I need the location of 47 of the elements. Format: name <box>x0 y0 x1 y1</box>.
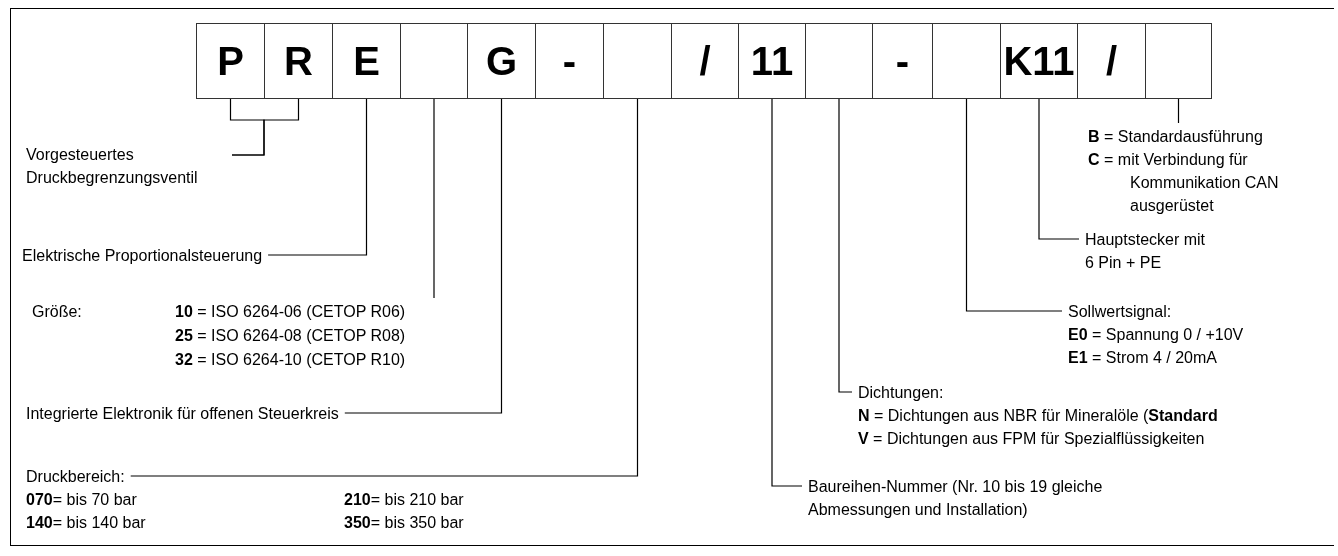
code-field: / <box>1077 23 1146 99</box>
option-text: B = Standardausführung <box>1088 127 1263 147</box>
code-field: / <box>671 23 739 99</box>
leader-line <box>231 98 300 156</box>
code-field: G <box>467 23 536 99</box>
code-field: - <box>535 23 604 99</box>
option-text: V = Dichtungen aus FPM für Spezialflüssigkeiten <box>858 429 1205 449</box>
description-text: Vorgesteuertes Druckbegrenzungsventil <box>26 143 226 189</box>
option-text: 10 = ISO 6264-06 (CETOP R06) <box>175 302 406 322</box>
option-text: E0 = Spannung 0 / +10V <box>1068 325 1244 345</box>
option-text: E1 = Strom 4 / 20mA <box>1068 348 1217 368</box>
leader-line <box>130 98 639 477</box>
code-field: K11 <box>1000 23 1078 99</box>
leader-line <box>838 98 853 393</box>
empty-code-field <box>400 23 468 99</box>
description-text: Hauptstecker mit 6 Pin + PE <box>1085 228 1215 274</box>
option-text: C = mit Verbindung für Kommunikation CAN ausgerüstet <box>1088 150 1280 216</box>
description-text: Baureihen-Nummer (Nr. 10 bis 19 gleiche Abmessungen und Installation) <box>808 475 1178 521</box>
code-field: 11 <box>738 23 806 99</box>
option-text: 140= bis 140 bar <box>26 513 146 533</box>
leader-line <box>771 98 803 487</box>
code-field: P <box>196 23 265 99</box>
code-field: R <box>264 23 333 99</box>
leader-line <box>344 98 503 414</box>
option-text: 32 = ISO 6264-10 (CETOP R10) <box>175 350 406 370</box>
leader-line <box>965 98 1063 312</box>
option-text: N = Dichtungen aus NBR für Mineralöle (Standard <box>858 406 1218 426</box>
option-text: Dichtungen: <box>858 383 944 403</box>
leader-line <box>433 98 435 299</box>
code-field: E <box>332 23 401 99</box>
option-text: Sollwertsignal: <box>1068 302 1172 322</box>
option-text: Druckbereich: <box>26 467 125 487</box>
code-field: - <box>872 23 933 99</box>
description-text: Integrierte Elektronik für offenen Steuerkreis <box>26 402 339 425</box>
leader-line <box>1038 98 1080 240</box>
option-text: 25 = ISO 6264-08 (CETOP R08) <box>175 326 406 346</box>
description-text: Elektrische Proportionalsteuerung <box>22 244 263 267</box>
leader-line <box>267 98 368 256</box>
option-text: 350= bis 350 bar <box>344 513 464 533</box>
empty-code-field <box>805 23 873 99</box>
option-text: 210= bis 210 bar <box>344 490 464 510</box>
option-text: Größe: <box>32 302 82 322</box>
option-text: 070= bis 70 bar <box>26 490 137 510</box>
empty-code-field <box>932 23 1001 99</box>
empty-code-field <box>1145 23 1212 99</box>
leader-line <box>1177 98 1180 124</box>
empty-code-field <box>603 23 672 99</box>
